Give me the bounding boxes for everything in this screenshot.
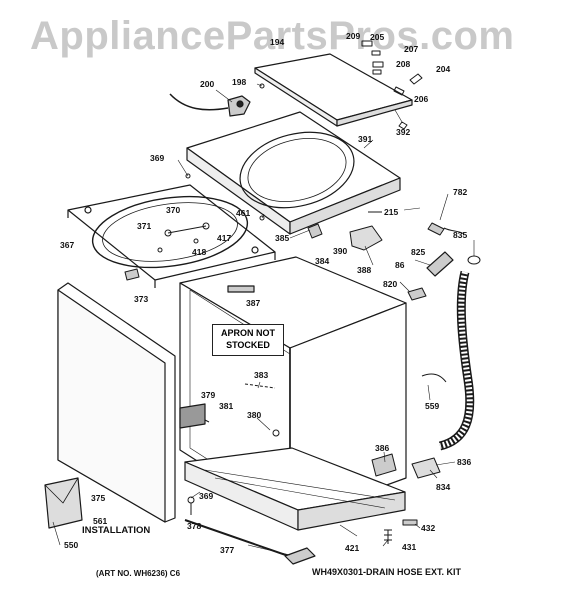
callout-194: 194 — [270, 37, 285, 47]
rod-parts — [124, 173, 265, 281]
callout-834: 834 — [436, 482, 451, 492]
callout-380: 380 — [247, 410, 262, 420]
callout-198: 198 — [232, 77, 247, 87]
callout-835: 835 — [453, 230, 468, 240]
callout-550: 550 — [64, 540, 79, 550]
callout-461: 461 — [236, 208, 251, 218]
callout-208: 208 — [396, 59, 411, 69]
callout-204: 204 — [436, 64, 451, 74]
leader-lines — [52, 83, 475, 556]
callout-431: 431 — [402, 542, 417, 552]
base-tray-part — [184, 447, 406, 565]
watermark: AppliancePartsPros.com — [30, 14, 515, 58]
callout-381: 381 — [219, 401, 234, 411]
callout-371: 371 — [137, 221, 152, 231]
callout-390: 390 — [333, 246, 348, 256]
installation-label: INSTALLATION — [82, 525, 151, 536]
callout-369-top: 369 — [150, 153, 165, 163]
callout-373: 373 — [134, 294, 149, 304]
callout-391: 391 — [358, 134, 373, 144]
callout-836: 836 — [457, 457, 472, 467]
callout-207: 207 — [404, 44, 419, 54]
cabinet-small-parts — [204, 383, 397, 477]
lid-part — [254, 53, 413, 127]
callout-200: 200 — [200, 79, 215, 89]
callout-418: 418 — [192, 247, 207, 257]
callout-370: 370 — [166, 205, 181, 215]
art-number: (ART NO. WH6236) C6 — [96, 569, 181, 578]
callout-377: 377 — [220, 545, 235, 555]
callout-561: 561 — [93, 516, 108, 526]
lid-switch-part — [169, 93, 251, 117]
top-panel-part — [186, 111, 401, 235]
apron-note-line2: STOCKED — [226, 340, 270, 350]
callout-417: 417 — [217, 233, 232, 243]
callout-387: 387 — [246, 298, 261, 308]
installation-envelope-part — [44, 477, 83, 529]
hinge-parts — [259, 40, 423, 130]
callout-385: 385 — [275, 233, 290, 243]
callout-206: 206 — [414, 94, 429, 104]
callout-392: 392 — [396, 127, 411, 137]
callout-86: 86 — [395, 260, 405, 270]
callout-215: 215 — [384, 207, 399, 217]
side-panel-part — [57, 282, 206, 523]
callout-383: 383 — [254, 370, 269, 380]
callout-559: 559 — [425, 401, 440, 411]
callout-378: 378 — [187, 521, 202, 531]
callout-421: 421 — [345, 543, 360, 553]
callout-820: 820 — [383, 279, 398, 289]
callout-825: 825 — [411, 247, 426, 257]
callout-388: 388 — [357, 265, 372, 275]
callout-432: 432 — [421, 523, 436, 533]
callout-375: 375 — [91, 493, 106, 503]
callout-205: 205 — [370, 32, 385, 42]
drain-hose-part — [426, 251, 475, 451]
callout-782: 782 — [453, 187, 468, 197]
drain-hose-kit-note: WH49X0301-DRAIN HOSE EXT. KIT — [312, 567, 462, 577]
callout-209: 209 — [346, 31, 361, 41]
apron-note-line1: APRON NOT — [221, 328, 275, 338]
callout-386: 386 — [375, 443, 390, 453]
apron-not-stocked-note: APRON NOT STOCKED — [212, 324, 284, 356]
callout-369-bottom: 369 — [199, 491, 214, 501]
callout-367: 367 — [60, 240, 75, 250]
callout-379: 379 — [201, 390, 216, 400]
callout-384: 384 — [315, 256, 330, 266]
